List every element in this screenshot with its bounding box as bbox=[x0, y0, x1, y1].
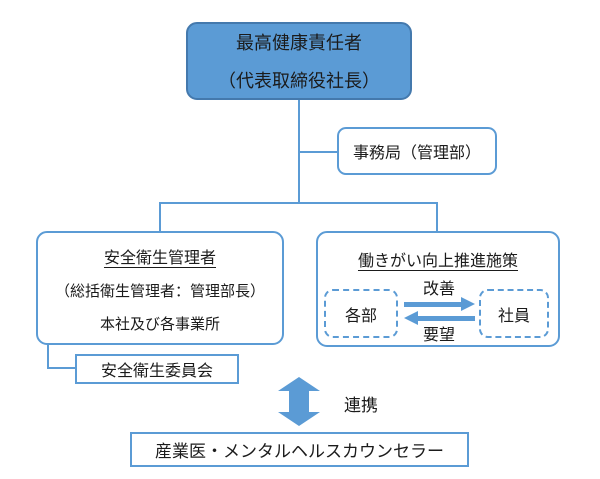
employee-box: 社員 bbox=[479, 289, 549, 338]
connector-committee-horizontal bbox=[47, 367, 77, 369]
request-label: 要望 bbox=[422, 327, 455, 344]
committee-box: 安全衛生委員会 bbox=[75, 354, 239, 384]
initiative-title: 働きがい向上推進施策 bbox=[357, 253, 518, 270]
counselor-box: 産業医・メンタルヘルスカウンセラー bbox=[130, 432, 469, 467]
connector-secretariat-branch bbox=[300, 151, 338, 153]
counselor-label: 産業医・メンタルヘルスカウンセラー bbox=[155, 442, 444, 461]
connector-chief-vertical bbox=[298, 100, 300, 203]
improve-label: 改善 bbox=[422, 281, 455, 298]
improve-arrow-icon bbox=[404, 297, 475, 311]
chief-health-officer-subtitle: （代表取締役社長） bbox=[218, 71, 380, 91]
connector-committee-vertical bbox=[47, 344, 49, 369]
employee-label: 社員 bbox=[497, 307, 530, 325]
secretariat-label: 事務局（管理部） bbox=[352, 145, 481, 162]
initiative-box: 働きがい向上推進施策 各部 社員 改善 要望 bbox=[316, 231, 560, 347]
request-arrow-icon bbox=[404, 311, 475, 325]
connector-right-drop bbox=[436, 202, 438, 232]
safety-manager-box: 安全衛生管理者 （総括衛生管理者：管理部長） 本社及び各事業所 bbox=[36, 231, 284, 345]
connector-left-drop bbox=[159, 202, 161, 232]
secretariat-box: 事務局（管理部） bbox=[337, 127, 497, 175]
department-box: 各部 bbox=[324, 289, 398, 338]
chief-health-officer-title: 最高健康責任者 bbox=[236, 33, 362, 53]
chief-health-officer-box: 最高健康責任者 （代表取締役社長） bbox=[186, 22, 412, 100]
safety-manager-scope: 本社及び各事業所 bbox=[99, 317, 220, 333]
department-label: 各部 bbox=[344, 307, 377, 325]
safety-manager-subtitle: （総括衛生管理者：管理部長） bbox=[54, 284, 265, 300]
safety-manager-title: 安全衛生管理者 bbox=[103, 250, 216, 267]
link-double-arrow-icon bbox=[278, 377, 320, 426]
committee-label: 安全衛生委員会 bbox=[100, 363, 213, 380]
connector-horizontal-bar bbox=[159, 202, 438, 204]
link-label: 連携 bbox=[344, 396, 378, 415]
